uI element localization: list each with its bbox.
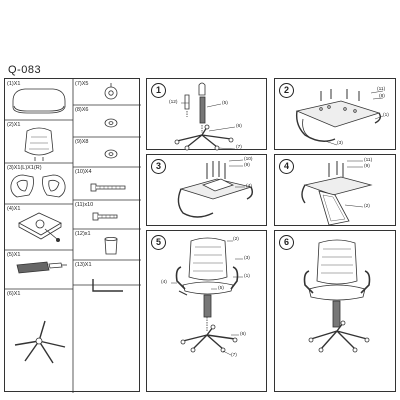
part-label-9: (9)X8 — [75, 139, 89, 145]
part-label-13: (13)X1 — [75, 262, 92, 268]
step-5-diagram — [171, 237, 243, 356]
part-label-1: (1)X1 — [7, 81, 21, 87]
washer-icon — [104, 118, 118, 128]
bolt-short-icon — [92, 212, 118, 221]
step-5-number: 5 — [151, 235, 166, 250]
step-2-diagram — [295, 89, 384, 146]
step-1-panel: 1 (12) (5) (6) (7) — [146, 78, 267, 151]
step-5-callout-3: (3) — [244, 256, 250, 261]
step-1-callout-5: (5) — [222, 101, 228, 106]
bolt-long-icon — [90, 183, 126, 192]
flat-washer-icon — [104, 149, 118, 159]
step-2-callout-8: (8) — [379, 94, 385, 99]
step-3-number: 3 — [151, 159, 166, 174]
step-5-callout-6: (6) — [240, 332, 246, 337]
mechanism-icon — [18, 212, 62, 242]
part-label-3: (3)X1(L)X1(R) — [7, 165, 42, 171]
caster-icon — [104, 83, 118, 100]
step-4-panel: 4 (11) (9) (2) — [274, 154, 396, 226]
step-3-callout-10: (10) — [244, 157, 253, 162]
step-4-callout-2: (2) — [364, 204, 370, 209]
part-label-4: (4)X1 — [7, 206, 21, 212]
step-1-diagram — [174, 82, 236, 151]
step-6-number: 6 — [279, 235, 294, 250]
part-label-6: (6)X1 — [7, 291, 21, 297]
step-5-callout-2: (2) — [233, 237, 239, 242]
step-2-callout-11: (11) — [377, 87, 386, 92]
step-5-callout-7: (7) — [231, 353, 237, 358]
model-number: Q-083 — [8, 64, 42, 76]
step-2-number: 2 — [279, 83, 294, 98]
part-label-8: (8)X6 — [75, 107, 89, 113]
step-5-callout-5: (5) — [218, 286, 224, 291]
armrests-icon — [10, 174, 66, 198]
step-4-callout-11: (11) — [364, 158, 373, 163]
step-6-diagram — [303, 239, 371, 353]
part-label-7: (7)X5 — [75, 81, 89, 87]
gas-lift-icon — [16, 261, 67, 274]
step-3-callout-9: (9) — [244, 163, 250, 168]
step-1-callout-6: (6) — [236, 124, 242, 129]
backrest-icon — [24, 127, 54, 161]
step-5-panel: 5 (2) (3) (1) (4) (5) (6) (7) — [146, 230, 267, 392]
star-base-icon — [14, 320, 66, 364]
part-label-5: (5)X1 — [7, 252, 21, 258]
part-label-11: (11)x10 — [75, 202, 94, 208]
step-6-panel: 6 — [274, 230, 396, 392]
step-2-panel: 2 (11) (8) (1) (3) — [274, 78, 396, 150]
step-2-callout-3: (3) — [337, 141, 343, 146]
step-2-callout-1: (1) — [383, 113, 389, 118]
step-4-callout-9: (9) — [364, 164, 370, 169]
step-1-callout-7: (7) — [236, 145, 242, 150]
step-1-number: 1 — [151, 83, 166, 98]
part-label-2: (2)X1 — [7, 122, 21, 128]
step-4-number: 4 — [279, 159, 294, 174]
parts-list: (1)X1 (2)X1 (3)X1(L)X1(R) (4)X1 (5)X1 (6… — [4, 78, 141, 393]
step-5-callout-4: (4) — [161, 280, 167, 285]
parts-grid — [5, 79, 141, 393]
part-label-12: (12)x1 — [75, 231, 91, 237]
seat-cushion-icon — [12, 88, 66, 114]
step-3-panel: 3 (10) (9) (4) — [146, 154, 267, 226]
step-3-diagram — [177, 159, 254, 218]
step-5-callout-1: (1) — [244, 274, 250, 279]
step-4-diagram — [301, 160, 373, 226]
step-1-callout-12: (12) — [169, 100, 178, 105]
step-3-callout-4: (4) — [246, 184, 252, 189]
allen-key-icon — [92, 279, 123, 292]
part-label-10: (10)X4 — [75, 169, 92, 175]
lift-cover-icon — [104, 236, 118, 255]
